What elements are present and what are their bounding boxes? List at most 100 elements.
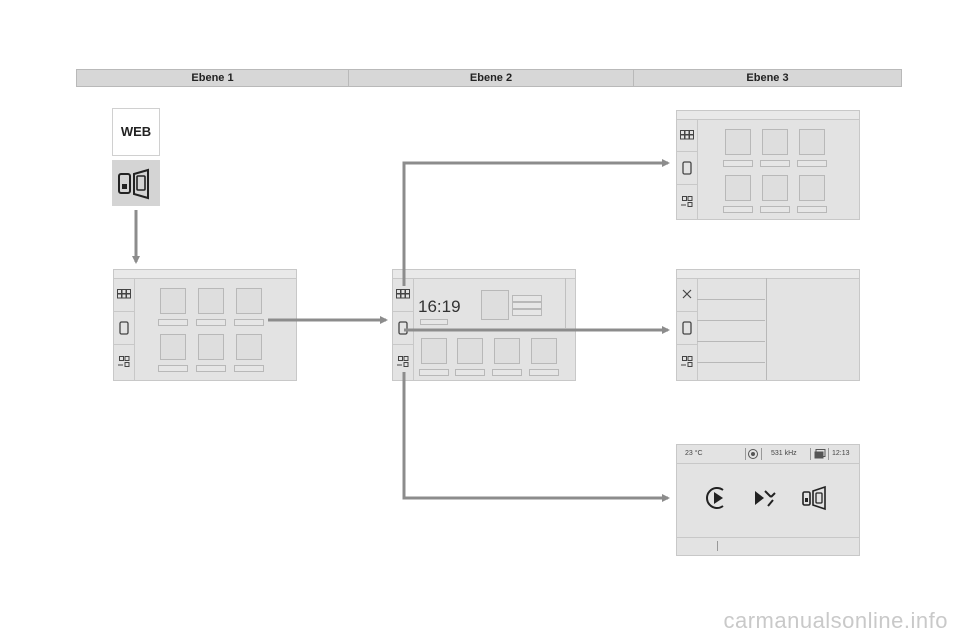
temperature-text: 23 °C xyxy=(685,450,703,457)
divider xyxy=(565,278,566,328)
phone-icon xyxy=(682,321,692,335)
shortcut-label xyxy=(455,369,485,376)
app-tile[interactable] xyxy=(762,175,788,201)
app-label xyxy=(234,365,264,372)
divider xyxy=(677,537,859,538)
shortcut-label xyxy=(419,369,449,376)
app-tile[interactable] xyxy=(198,334,224,360)
app-tile[interactable] xyxy=(198,288,224,314)
phone-button[interactable] xyxy=(677,152,697,185)
apps-grid-button[interactable] xyxy=(393,278,413,312)
app-tile[interactable] xyxy=(160,334,186,360)
app-tile[interactable] xyxy=(160,288,186,314)
app-label xyxy=(196,365,226,372)
apps-grid-button[interactable] xyxy=(677,119,697,152)
separator xyxy=(745,448,746,460)
mirror-link-icon[interactable] xyxy=(753,487,779,509)
status-bar xyxy=(677,270,859,279)
app-label xyxy=(797,206,827,213)
date-bar xyxy=(420,319,448,325)
connect-button[interactable] xyxy=(677,185,697,218)
web-button[interactable]: WEB xyxy=(112,108,160,156)
separator xyxy=(828,448,829,460)
watermark-text: carmanualsonline.info xyxy=(723,608,948,633)
app-label xyxy=(760,160,790,167)
app-tile[interactable] xyxy=(725,175,751,201)
level-1-label: Ebene 1 xyxy=(77,70,349,86)
arrow-level2-to-apps xyxy=(402,159,670,286)
mirror-screen-button[interactable] xyxy=(112,160,160,206)
level-3-label: Ebene 3 xyxy=(746,72,789,84)
frequency-text: 531 kHz xyxy=(771,450,797,457)
grid-icon xyxy=(680,130,694,140)
shortcut-label xyxy=(529,369,559,376)
close-icon xyxy=(682,289,692,299)
phone-icon xyxy=(682,161,692,175)
level-header: Ebene 1 Ebene 2 Ebene 3 xyxy=(76,69,902,87)
app-label xyxy=(723,160,753,167)
status-bar xyxy=(114,270,296,279)
screen-level3-apps xyxy=(676,110,860,220)
arrow-level2-to-media xyxy=(402,372,670,502)
status-bar xyxy=(677,111,859,120)
app-label xyxy=(158,365,188,372)
shortcut-tile[interactable] xyxy=(531,338,557,364)
connect-button[interactable] xyxy=(114,345,134,379)
screen-level1-apps xyxy=(113,269,297,381)
mirror-screen-icon xyxy=(118,168,149,200)
app-tile[interactable] xyxy=(799,175,825,201)
apps-grid-button[interactable] xyxy=(114,278,134,312)
media-play-icon[interactable] xyxy=(705,485,729,511)
app-tile[interactable] xyxy=(236,288,262,314)
separator xyxy=(810,448,811,460)
phone-button[interactable] xyxy=(677,312,697,346)
connect-button[interactable] xyxy=(393,345,413,379)
separator xyxy=(761,448,762,460)
shortcut-tile[interactable] xyxy=(457,338,483,364)
app-label xyxy=(760,206,790,213)
side-menu xyxy=(114,278,135,380)
list-item[interactable] xyxy=(697,299,765,300)
shortcut-tile[interactable] xyxy=(421,338,447,364)
phone-icon xyxy=(119,321,129,335)
app-label xyxy=(158,319,188,326)
mirror-screen-icon[interactable] xyxy=(801,484,831,512)
shortcut-tile[interactable] xyxy=(494,338,520,364)
list-divider xyxy=(766,278,767,380)
screen-level2-home: 16:19 xyxy=(392,269,576,381)
shortcut-label xyxy=(492,369,522,376)
grid-icon xyxy=(117,289,131,299)
app-tile[interactable] xyxy=(236,334,262,360)
list-item[interactable] xyxy=(697,320,765,321)
radio-icon xyxy=(748,449,758,459)
status-bar: 23 °C 531 kHz 12:13 xyxy=(677,445,859,464)
app-tile[interactable] xyxy=(799,129,825,155)
status-bar xyxy=(393,270,575,279)
level-2-label: Ebene 2 xyxy=(349,70,634,86)
clock-display: 16:19 xyxy=(418,297,461,316)
app-label xyxy=(196,319,226,326)
widget-line xyxy=(512,295,542,302)
app-tile[interactable] xyxy=(762,129,788,155)
list-item[interactable] xyxy=(697,341,765,342)
side-menu xyxy=(677,119,698,219)
widget-tile[interactable] xyxy=(481,290,509,320)
time-text: 12:13 xyxy=(832,450,850,457)
phone-button[interactable] xyxy=(114,312,134,346)
separator xyxy=(717,541,718,551)
close-button[interactable] xyxy=(677,278,697,312)
app-tile[interactable] xyxy=(725,129,751,155)
connect-icon xyxy=(118,356,130,368)
grid-icon xyxy=(396,289,410,299)
list-item[interactable] xyxy=(697,362,765,363)
widget-line xyxy=(512,309,542,316)
media-stack-icon xyxy=(814,449,826,459)
connect-icon xyxy=(681,195,693,207)
connect-icon xyxy=(681,356,693,368)
app-label xyxy=(234,319,264,326)
screen-level3-media: 23 °C 531 kHz 12:13 xyxy=(676,444,860,556)
phone-button[interactable] xyxy=(393,312,413,346)
connect-button[interactable] xyxy=(677,345,697,379)
side-menu xyxy=(677,278,698,380)
